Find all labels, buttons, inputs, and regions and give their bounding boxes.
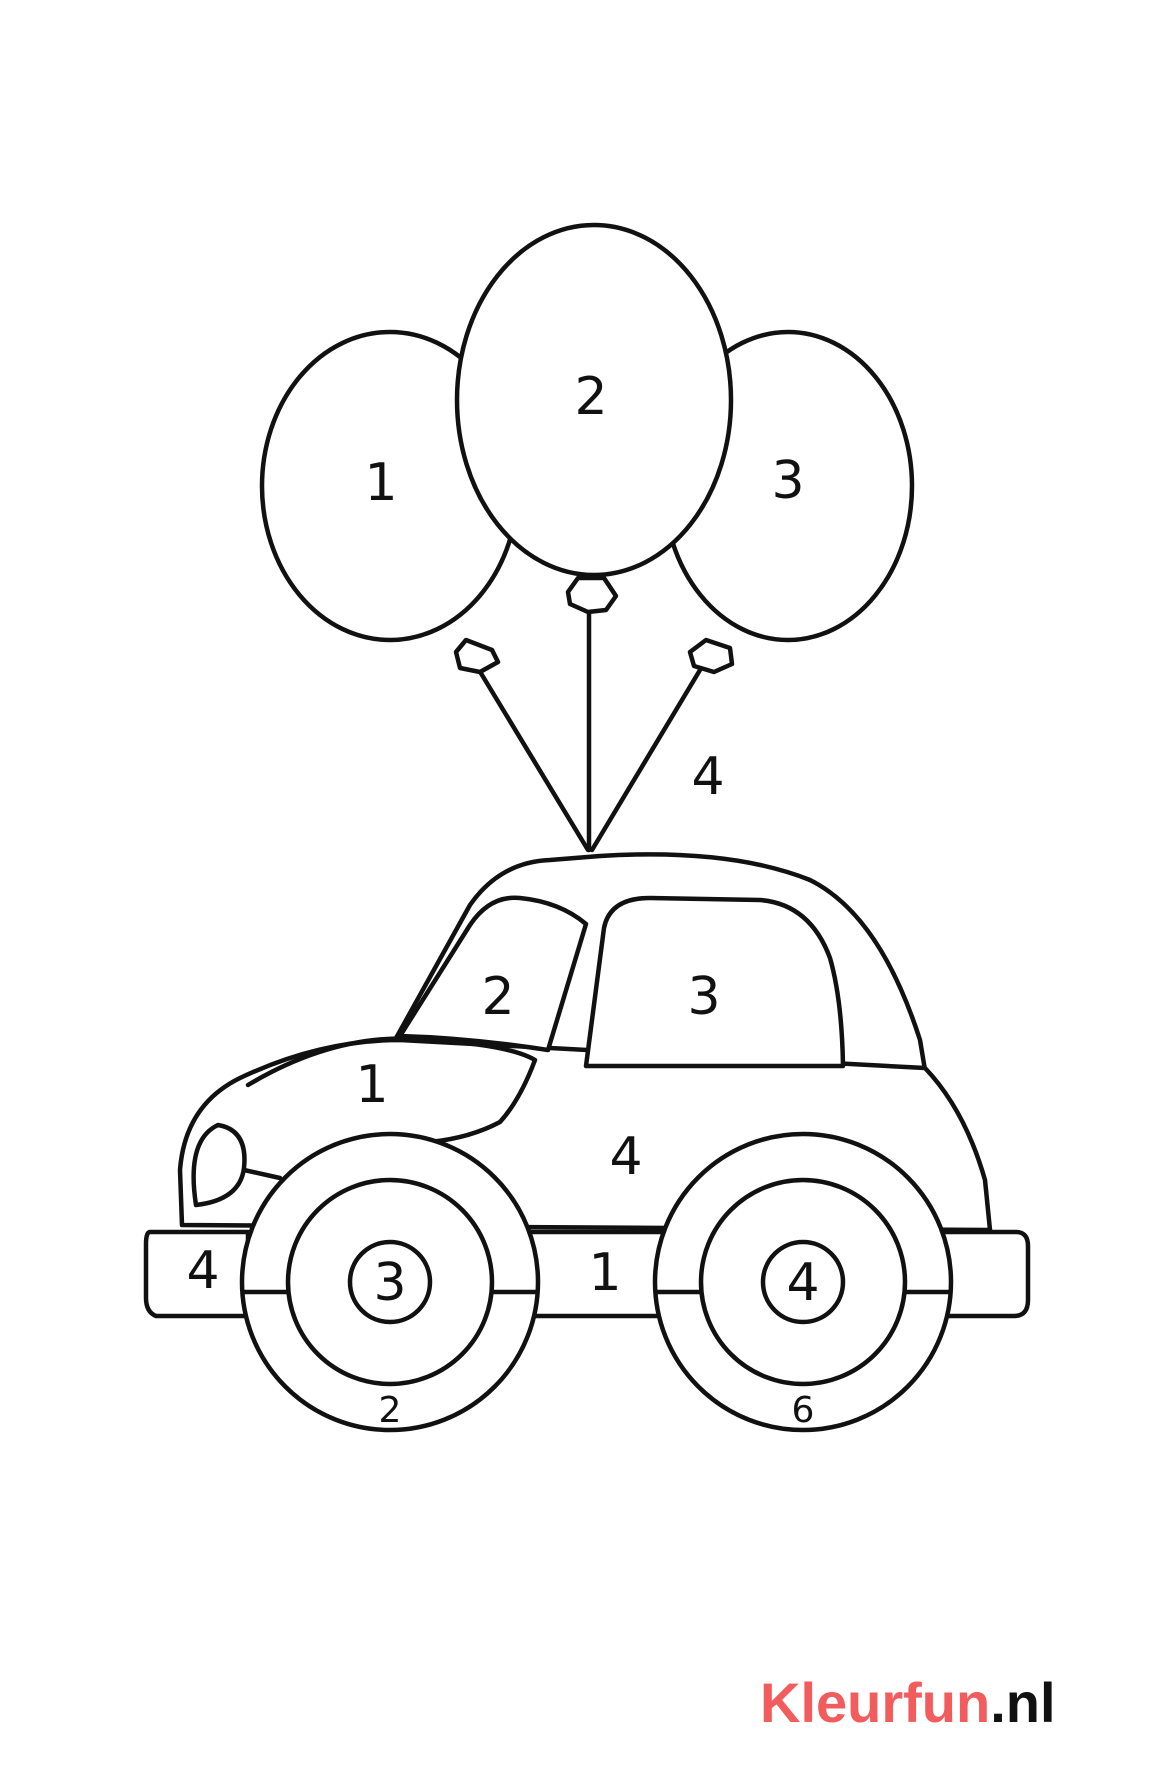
string-left <box>476 667 591 853</box>
rear-hub-number: 4 <box>786 1253 819 1313</box>
middle-sill-number: 1 <box>588 1243 621 1303</box>
body-number: 4 <box>609 1127 642 1187</box>
brand-logo: Kleurfun.nl <box>760 1671 1056 1734</box>
headlight-icon <box>191 1122 247 1208</box>
front-tire-number: 2 <box>379 1390 402 1431</box>
balloon-strings <box>476 602 703 853</box>
balloon-left-knot <box>453 637 501 675</box>
background-number: 4 <box>691 747 724 807</box>
balloon-middle-number: 2 <box>574 367 607 427</box>
balloon-left-number: 1 <box>364 453 397 513</box>
balloon-right-number: 3 <box>771 451 804 511</box>
rear-rim <box>698 1177 908 1387</box>
hood-line <box>245 1036 538 1145</box>
front-wheel <box>239 1131 541 1433</box>
brand-logo-text: Kleurfun.nl <box>760 1671 1056 1734</box>
rear-bumper <box>937 1229 1031 1319</box>
rear-window-number: 3 <box>687 967 720 1027</box>
front-bumper-number: 4 <box>186 1241 219 1301</box>
rear-window <box>583 895 846 1069</box>
car <box>143 852 1031 1433</box>
front-window-number: 2 <box>481 967 514 1027</box>
front-hub <box>347 1239 433 1325</box>
front-window <box>397 895 589 1053</box>
number-labels: 1 2 3 4 2 3 1 4 4 1 3 2 4 6 <box>186 367 819 1431</box>
brand-name: Kleurfun <box>760 1671 990 1734</box>
rear-tire-number: 6 <box>792 1390 815 1431</box>
front-rim <box>285 1177 495 1387</box>
balloon-middle-knot <box>565 575 619 615</box>
string-right <box>589 667 703 853</box>
rear-hub <box>760 1239 846 1325</box>
hood-number: 1 <box>355 1055 388 1115</box>
rear-wheel <box>652 1131 954 1433</box>
front-bumper <box>143 1229 251 1319</box>
front-hub-number: 3 <box>373 1253 406 1313</box>
grille-line <box>241 1167 283 1181</box>
brand-tld: .nl <box>990 1671 1055 1734</box>
balloon-right-knot <box>687 637 735 675</box>
balloon-middle <box>454 222 734 615</box>
